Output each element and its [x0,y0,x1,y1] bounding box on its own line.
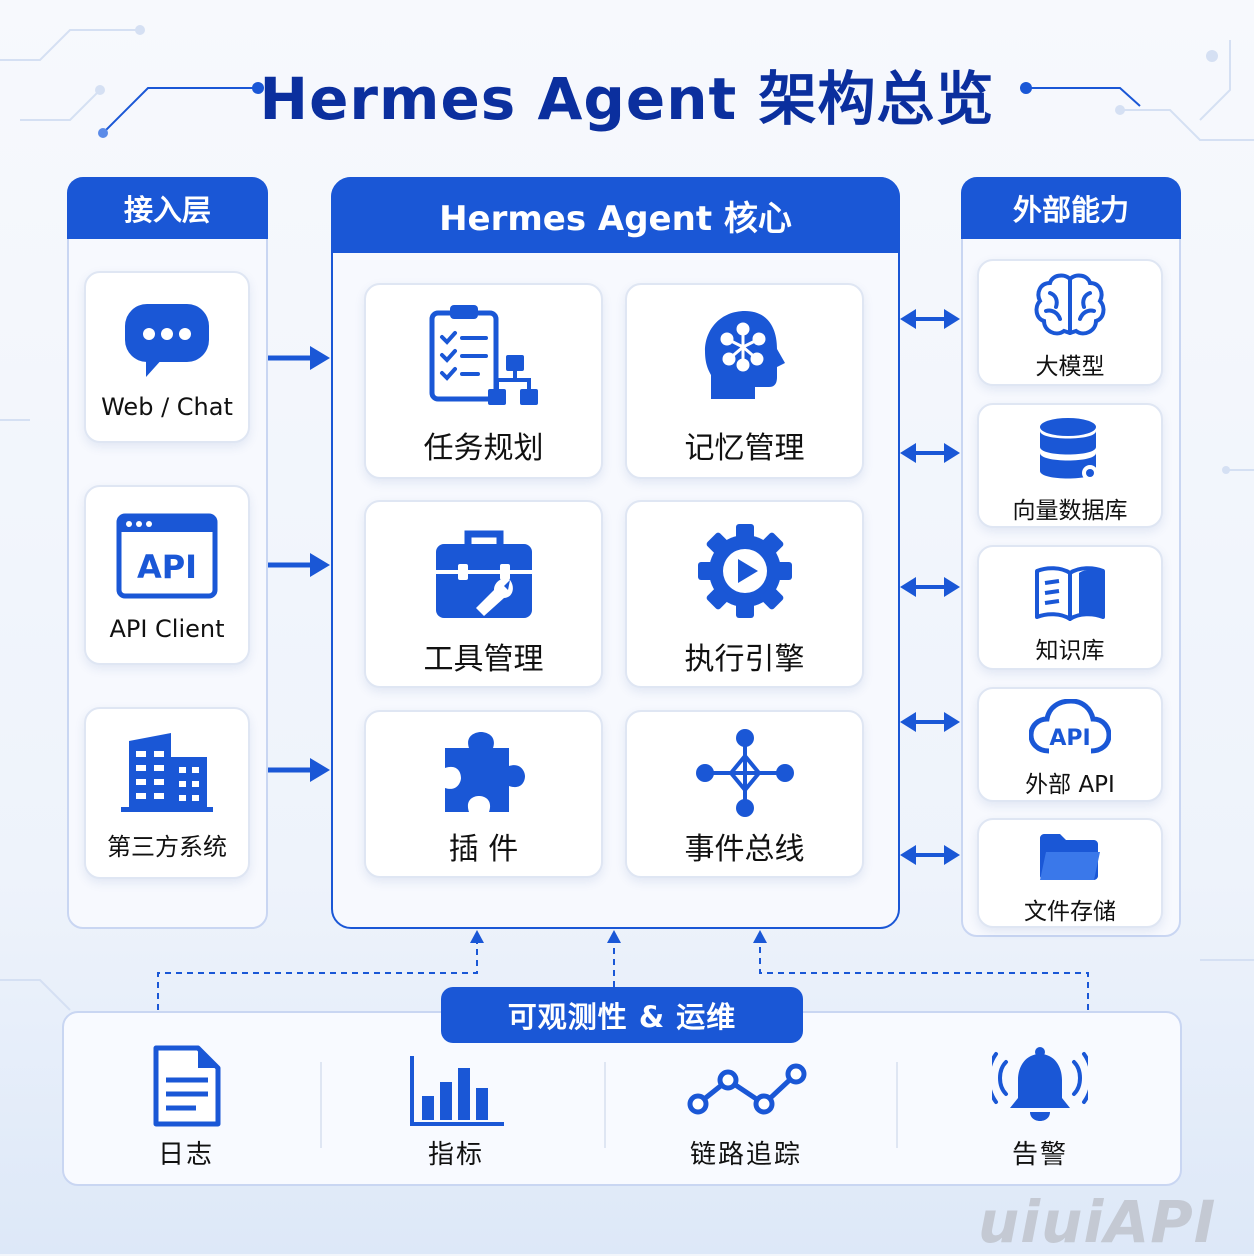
api-icon-text: API [1049,726,1090,751]
chat-bubble-icon [125,304,209,377]
core-module-task-planning[interactable]: 任务规划 [364,283,603,479]
access-item-label: 第三方系统 [107,833,227,861]
core-module-label: 插 件 [448,832,519,867]
observability-item-label: 指标 [427,1140,484,1170]
page-title: Hermes Agent 架构总览 [259,65,995,133]
core-module-memory[interactable]: 记忆管理 [625,283,864,479]
external-item-label: 文件存储 [1024,899,1116,925]
event-hub-icon [695,729,794,817]
external-item-label: 知识库 [1035,638,1105,664]
access-item-web-chat[interactable]: Web / Chat [84,271,250,443]
alarm-bell-icon [992,1047,1088,1121]
external-item-label: 外部 API [1025,772,1115,798]
access-item-third-party[interactable]: 第三方系统 [84,707,250,879]
external-item-vector-db[interactable]: 向量数据库 [977,403,1163,528]
toolbox-icon [435,530,532,618]
observability-item-label: 链路追踪 [689,1140,802,1170]
access-item-api-client[interactable]: API API Client [84,485,250,665]
external-item-file-storage[interactable]: 文件存储 [977,818,1163,928]
core-heading: Hermes Agent 核心 [331,177,900,253]
brain-icon [1034,273,1106,336]
core-module-label: 工具管理 [423,642,544,677]
document-icon [153,1045,221,1127]
external-item-llm[interactable]: 大模型 [977,259,1163,386]
external-item-external-api[interactable]: API 外部 API [977,687,1163,802]
trace-line-icon [687,1063,807,1115]
brain-head-icon [704,311,785,399]
buildings-icon [121,733,213,812]
divider [320,1062,322,1148]
api-icon-text: API [137,548,197,586]
divider [604,1062,606,1148]
external-item-knowledge-base[interactable]: 知识库 [977,545,1163,670]
core-module-label: 记忆管理 [684,431,805,466]
divider [896,1062,898,1148]
clipboard-checklist-icon [429,305,538,405]
folder-icon [1040,834,1100,880]
core-module-event-bus[interactable]: 事件总线 [625,710,864,878]
observability-item-label: 告警 [1011,1140,1068,1170]
bar-chart-icon [410,1056,504,1126]
external-heading: 外部能力 [961,177,1181,239]
core-module-plugins[interactable]: 插 件 [364,710,603,878]
core-module-label: 事件总线 [684,832,805,867]
access-item-label: Web / Chat [101,393,233,421]
core-module-label: 任务规划 [423,431,544,466]
core-module-label: 执行引擎 [684,642,805,677]
access-item-label: API Client [109,615,225,643]
api-window-icon: API [116,513,218,599]
observability-item-label: 日志 [157,1140,214,1170]
api-cloud-icon: API [1029,699,1111,754]
watermark: uiuiAPI [978,1188,1217,1256]
external-item-label: 向量数据库 [1012,498,1128,524]
access-layer-heading: 接入层 [67,177,268,239]
core-module-execution-engine[interactable]: 执行引擎 [625,500,864,688]
open-book-icon [1035,566,1105,621]
external-item-label: 大模型 [1035,354,1105,380]
database-icon [1040,418,1098,481]
gear-play-icon [697,524,792,618]
puzzle-icon [444,732,525,812]
core-module-tools[interactable]: 工具管理 [364,500,603,688]
observability-heading: 可观测性 & 运维 [441,987,803,1043]
